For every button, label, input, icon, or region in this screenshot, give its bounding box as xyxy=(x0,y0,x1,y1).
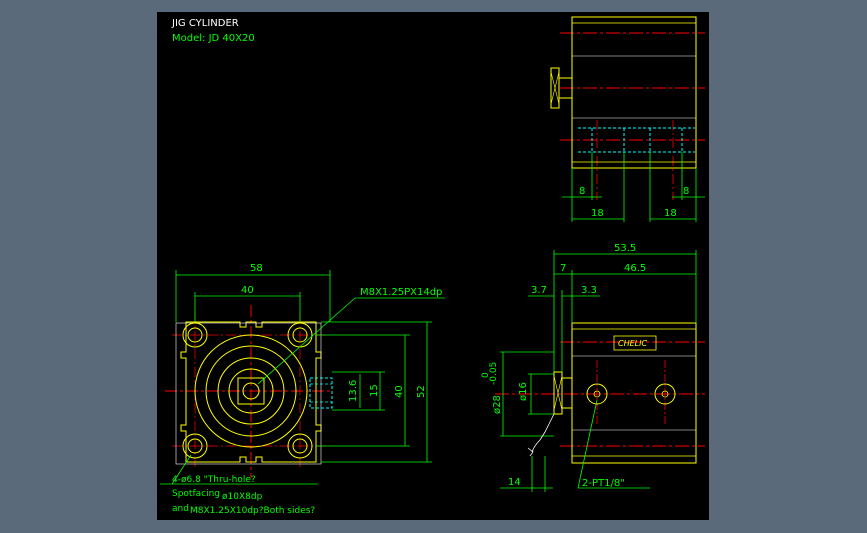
dim-text-53-5: 53.5 xyxy=(614,243,636,254)
port-callout: 2-PT1/8" xyxy=(582,478,625,489)
dim-text-15: 15 xyxy=(369,384,380,397)
dim-tol-lower: -0.05 xyxy=(489,362,499,385)
label-plate-text: CHELIC xyxy=(618,339,647,348)
side-break-line xyxy=(531,413,555,453)
rod-square xyxy=(237,377,265,405)
bolt-hole-br xyxy=(287,433,313,459)
dim-text-58: 58 xyxy=(250,263,263,274)
note-line-3-value: M8X1.25X10dp?Both sides? xyxy=(190,506,315,516)
top-body-outline xyxy=(571,16,697,169)
bolt-hole-br-inner xyxy=(292,438,308,454)
notes-leader xyxy=(171,454,192,485)
dim-text-d28: ø28 xyxy=(492,395,503,414)
bolt-hole-tl xyxy=(182,322,208,348)
note-line-3-prefix: and xyxy=(172,504,189,514)
side-port-right xyxy=(654,383,676,405)
side-port-left-inner xyxy=(593,390,601,398)
piston-bore-circle xyxy=(205,345,297,437)
rod-thread-circle xyxy=(242,382,260,400)
dim-text-7: 7 xyxy=(560,263,566,274)
label-plate xyxy=(613,335,657,351)
top-rod xyxy=(558,77,573,99)
top-rod-hatch xyxy=(550,71,560,105)
side-port-left xyxy=(586,383,608,405)
bolt-hole-bl xyxy=(182,433,208,459)
side-view: CHELIC ··· 53.5 7 46.5 3.7 3.3 xyxy=(481,243,705,492)
piston-rod-circle xyxy=(228,368,274,414)
drawing-canvas[interactable]: JIG CYLINDER Model: JD 40X20 xyxy=(157,12,709,520)
front-body-outline xyxy=(180,321,322,463)
note-line-2-prefix: Spotfacing xyxy=(172,489,220,499)
thread-callout: M8X1.25PX14dp xyxy=(360,287,442,298)
bolt-hole-bl-inner xyxy=(187,438,203,454)
dim-text-8-right: 8 xyxy=(683,186,689,197)
drawing-sheet[interactable]: JIG CYLINDER Model: JD 40X20 xyxy=(157,12,709,520)
note-line-1: 4-ø6.8 "Thru-hole? xyxy=(172,475,256,485)
side-center-mark: ··· xyxy=(628,388,632,393)
front-view: 58 40 M8X1.25PX14dp 13.6 15 40 52 4-ø6.8… xyxy=(160,263,445,516)
side-rod-hatch xyxy=(553,375,563,411)
dim-text-3-3: 3.3 xyxy=(581,285,597,296)
side-break-mark xyxy=(527,447,534,457)
front-port-hidden xyxy=(309,377,333,409)
dim-text-18-left: 18 xyxy=(591,208,604,219)
dim-text-3-7: 3.7 xyxy=(531,285,547,296)
top-view: 8 8 18 18 xyxy=(550,16,705,222)
thread-leader xyxy=(257,297,356,385)
dim-text-46-5: 46.5 xyxy=(624,263,646,274)
piston-outer-circle xyxy=(194,334,308,448)
side-rod xyxy=(561,377,573,409)
dim-text-d16: ø16 xyxy=(518,382,529,401)
dim-text-40-v: 40 xyxy=(394,385,405,398)
dim-text-14: 14 xyxy=(508,477,521,488)
dim-text-40-h: 40 xyxy=(241,285,254,296)
title-model: Model: JD 40X20 xyxy=(172,33,255,44)
dim-text-13-6: 13.6 xyxy=(348,380,359,402)
top-port-hidden xyxy=(578,127,695,153)
dim-text-52: 52 xyxy=(416,385,427,398)
side-port-right-inner xyxy=(661,390,669,398)
dim-text-18-right: 18 xyxy=(664,208,677,219)
piston-rod-end-circle xyxy=(217,357,285,425)
bolt-hole-tl-inner xyxy=(187,327,203,343)
note-line-2-value: ø10X8dp xyxy=(222,492,263,502)
bolt-hole-tr-inner xyxy=(292,327,308,343)
dim-text-8-left: 8 xyxy=(579,186,585,197)
dim-tol-upper: 0 xyxy=(481,372,491,378)
front-body-edge xyxy=(175,322,322,465)
title-name: JIG CYLINDER xyxy=(171,18,239,29)
front-piston-circles xyxy=(194,334,308,448)
port-leader xyxy=(577,399,598,489)
